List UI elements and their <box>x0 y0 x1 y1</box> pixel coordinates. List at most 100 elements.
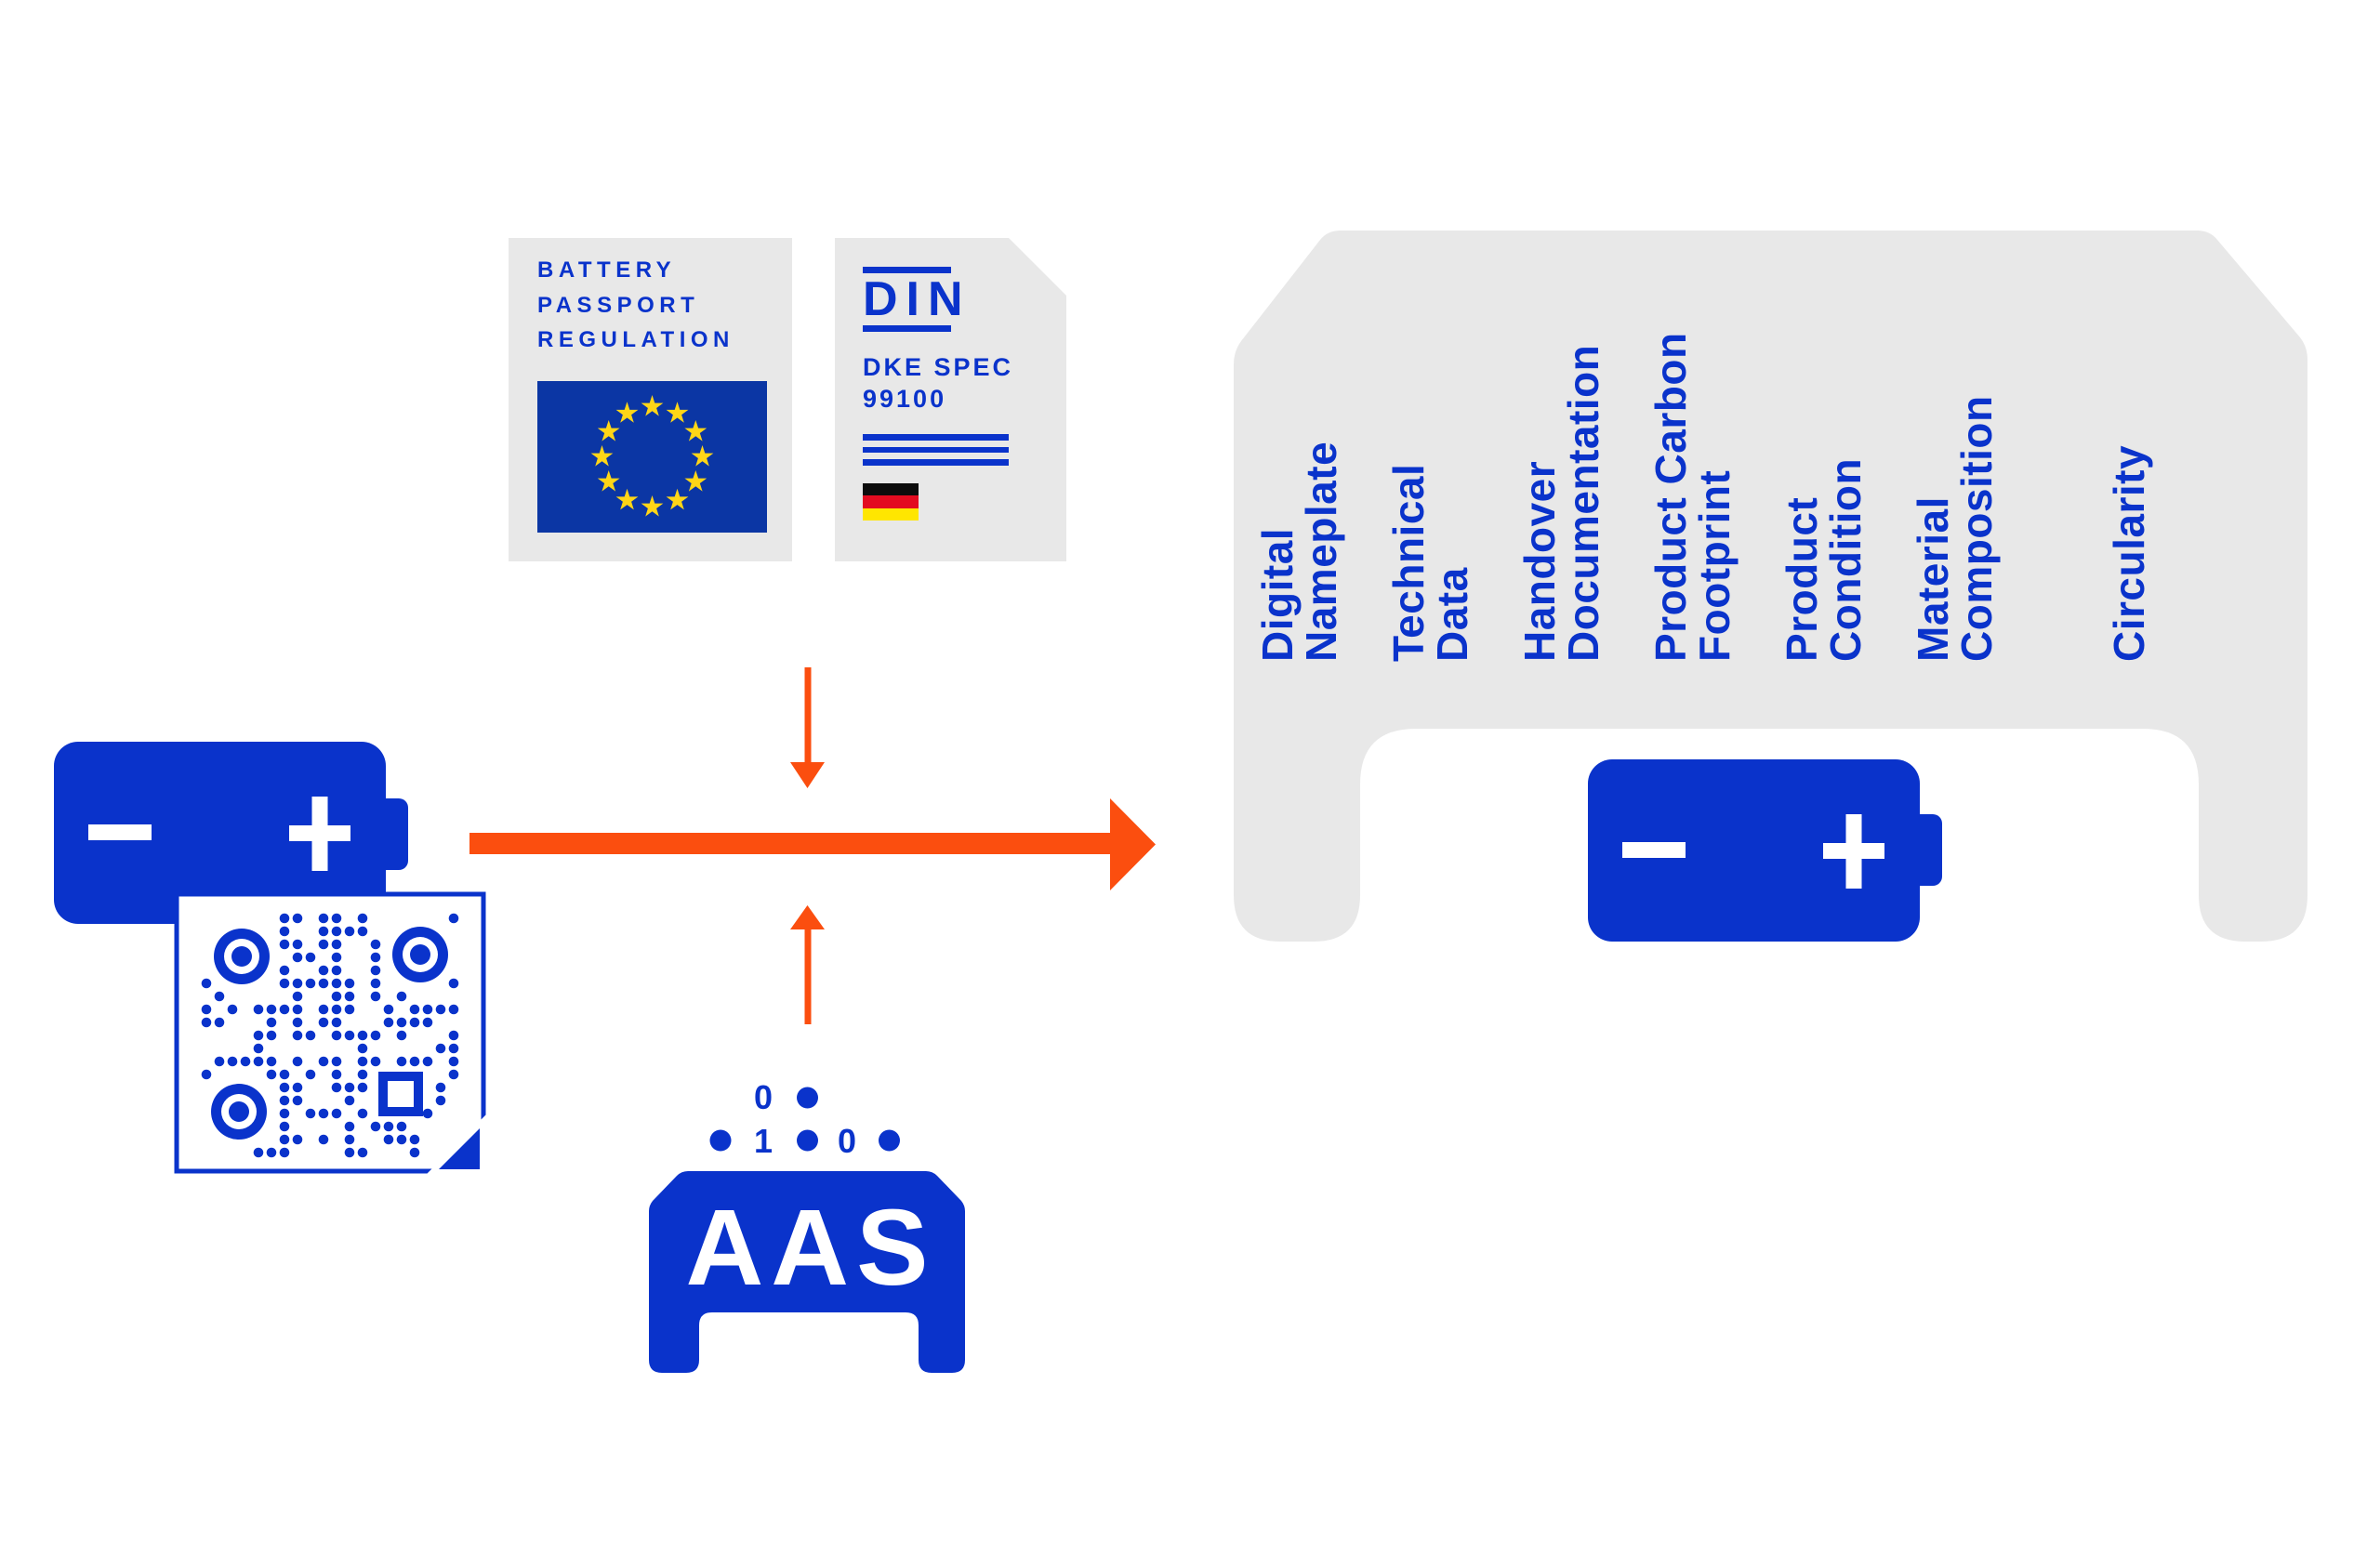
qr-dot <box>292 978 303 989</box>
qr-dot <box>318 926 329 937</box>
qr-dot <box>279 939 290 950</box>
passport-battery-icon <box>1588 759 1942 942</box>
qr-dot <box>409 1004 420 1015</box>
section-label-handover-documentation: Handover Documentation <box>1515 345 1607 662</box>
qr-dot <box>279 1069 290 1080</box>
section-line: Nameplate <box>1297 441 1345 662</box>
section-label-product-carbon-footprint: Product Carbon Footprint <box>1646 332 1739 662</box>
section-label-digital-nameplate: Digital Nameplate <box>1253 441 1345 662</box>
qr-finder-top-right <box>392 927 448 982</box>
battery-body <box>1588 759 1920 942</box>
eu-star <box>666 402 689 423</box>
qr-dot <box>357 1108 368 1119</box>
source-battery-icon <box>54 742 408 924</box>
qr-alignment-square <box>378 1072 423 1116</box>
section-label-technical-data: Technical Data <box>1384 464 1476 662</box>
bit-dot <box>797 1087 818 1109</box>
bit-zero-row2: 0 <box>838 1122 856 1160</box>
qr-dot <box>396 1030 407 1041</box>
qr-dot <box>318 1134 329 1145</box>
regulation-card-title: BATTERY PASSPORT REGULATION <box>537 253 734 358</box>
qr-dot <box>201 978 212 989</box>
qr-dot <box>409 1056 420 1067</box>
eu-star <box>684 470 707 492</box>
qr-finder-top-left <box>214 929 270 984</box>
din-logo-top-bar <box>863 267 951 273</box>
german-flag-red-stripe <box>863 495 919 508</box>
qr-dot <box>279 913 290 924</box>
bit-zero-row1: 0 <box>754 1078 773 1116</box>
qr-dot <box>409 1134 420 1145</box>
qr-dot <box>292 1082 303 1093</box>
regulation-title-line2: PASSPORT <box>537 292 700 318</box>
minus-icon <box>88 824 152 840</box>
qr-dot <box>344 1095 355 1106</box>
eu-star <box>641 495 664 517</box>
qr-dot <box>292 1030 303 1041</box>
plus-icon <box>289 797 350 871</box>
din-rule-bar <box>863 434 1009 441</box>
qr-dot <box>214 1056 225 1067</box>
qr-dot <box>253 1056 264 1067</box>
german-flag-black-stripe <box>863 483 919 496</box>
qr-dot <box>344 1147 355 1158</box>
qr-dot <box>292 991 303 1002</box>
qr-dot <box>448 1056 459 1067</box>
qr-dot <box>435 1082 446 1093</box>
qr-dot <box>253 1030 264 1041</box>
qr-dot <box>253 1147 264 1158</box>
qr-dot <box>292 1017 303 1028</box>
german-flag <box>863 483 919 521</box>
section-line: Product <box>1778 496 1826 662</box>
qr-folded-corner <box>439 1128 480 1169</box>
qr-dot <box>396 1121 407 1132</box>
section-line: Handover <box>1515 460 1564 662</box>
qr-dot <box>331 1030 342 1041</box>
qr-dot <box>318 978 329 989</box>
qr-dot <box>435 1095 446 1106</box>
eu-star <box>666 488 689 510</box>
regulation-title-line3: REGULATION <box>537 327 734 352</box>
qr-dot <box>331 1017 342 1028</box>
qr-dot <box>448 913 459 924</box>
section-line: Product Carbon <box>1646 332 1695 662</box>
qr-dot <box>344 1082 355 1093</box>
qr-dot <box>214 991 225 1002</box>
qr-dot <box>357 913 368 924</box>
qr-dot <box>448 1004 459 1015</box>
qr-dot <box>266 1004 277 1015</box>
arrow-up-aas <box>790 905 825 1024</box>
qr-dot <box>279 1108 290 1119</box>
eu-flag <box>537 381 767 533</box>
qr-dot <box>435 1004 446 1015</box>
qr-dot <box>318 965 329 976</box>
qr-dot <box>305 978 316 989</box>
qr-dot <box>279 1147 290 1158</box>
qr-dot <box>344 1121 355 1132</box>
qr-dot <box>279 926 290 937</box>
qr-dot <box>331 978 342 989</box>
qr-dot <box>331 952 342 963</box>
regulation-title-line1: BATTERY <box>537 257 677 283</box>
qr-finder-bottom-left <box>211 1084 267 1140</box>
eu-flag-stars <box>590 395 714 517</box>
qr-dot <box>266 1030 277 1041</box>
arrow-down-regulation <box>790 667 825 788</box>
eu-star <box>615 488 639 510</box>
qr-dot <box>240 1056 251 1067</box>
eu-star <box>641 395 664 416</box>
eu-star <box>691 445 714 467</box>
qr-dot <box>357 926 368 937</box>
section-line: Material <box>1909 496 1957 662</box>
aas-shell-shape <box>649 1171 965 1373</box>
eu-star <box>590 445 614 467</box>
section-line: Condition <box>1821 457 1870 662</box>
qr-dot <box>201 1004 212 1015</box>
din-spec-line1: DKE SPEC <box>863 353 1014 381</box>
plus-icon <box>1823 814 1884 889</box>
qr-dot <box>305 952 316 963</box>
qr-dot <box>331 1069 342 1080</box>
qr-dot <box>396 1056 407 1067</box>
qr-dot <box>409 1017 420 1028</box>
